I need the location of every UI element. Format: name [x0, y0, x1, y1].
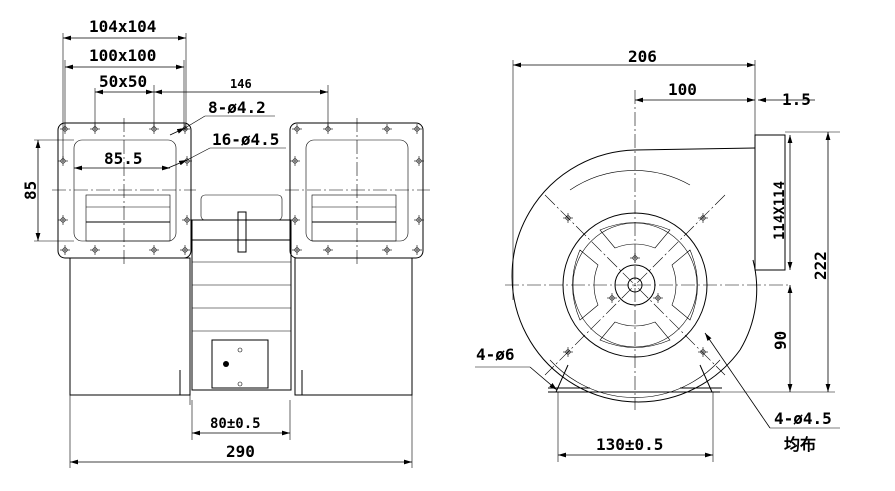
right-flange [285, 118, 430, 265]
front-dimensions [34, 33, 413, 468]
wheel-hole-note-sub: 均布 [784, 435, 816, 454]
foot-hole-note: 4-ø6 [476, 345, 515, 364]
dim-center-to-outlet: 100 [668, 80, 697, 99]
dim-foot-spacing: 130±0.5 [596, 435, 663, 454]
dim-total-depth: 206 [628, 47, 657, 66]
wheel-hole-note: 4-ø4.5 [774, 409, 832, 428]
base-feet [548, 364, 722, 393]
outlet-flange [754, 134, 786, 271]
scroll-housing [511, 147, 756, 403]
hole-note-large: 16-ø4.5 [212, 130, 279, 149]
side-view: 206 100 1.5 114X114 222 90 4-ø6 4-ø4.5 均… [475, 47, 840, 462]
dim-opening-height: 85 [21, 181, 40, 200]
dim-hole-spacing: 50x50 [99, 72, 147, 91]
dim-flange-holes: 100x100 [89, 46, 156, 65]
dim-flange-thickness: 1.5 [782, 90, 811, 109]
dim-opening-width: 85.5 [104, 149, 143, 168]
terminal-box [211, 339, 269, 389]
dim-center-distance: 146 [230, 77, 252, 91]
front-view: 104x104 100x100 50x50 146 8-ø4.2 16-ø4.5… [21, 17, 430, 468]
dim-center-height: 90 [771, 331, 790, 350]
hole-note-small: 8-ø4.2 [208, 98, 266, 117]
dim-flange-outer: 104x104 [89, 17, 156, 36]
housings [69, 194, 413, 405]
dim-total-height: 222 [811, 251, 830, 280]
dim-mount-spacing: 80±0.5 [210, 416, 261, 432]
dim-total-width: 290 [226, 442, 255, 461]
dim-outlet-size: 114X114 [772, 181, 788, 240]
